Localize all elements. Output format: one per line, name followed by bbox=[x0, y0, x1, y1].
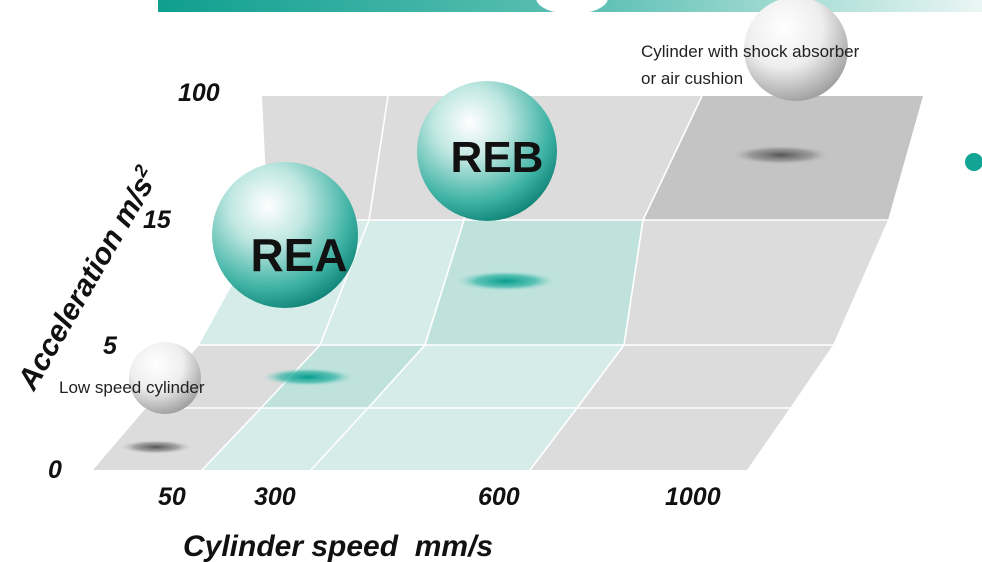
y-tick-100: 100 bbox=[178, 79, 220, 107]
cell-r0-c1 bbox=[202, 408, 368, 470]
ball-rea bbox=[212, 162, 358, 308]
y-tick-5: 5 bbox=[103, 332, 118, 360]
cell-r1-c2 bbox=[368, 345, 624, 408]
y-tick-15: 15 bbox=[143, 206, 172, 234]
note-shock-line2: or air cushion bbox=[641, 69, 743, 88]
note-low-speed: Low speed cylinder bbox=[59, 378, 205, 397]
cell-r0-c0 bbox=[93, 408, 261, 470]
ball-low-speed bbox=[129, 342, 201, 414]
cell-r2-c1 bbox=[320, 220, 464, 345]
shadow-shock bbox=[729, 145, 833, 165]
bullet-dot bbox=[965, 153, 982, 171]
x-tick-600: 600 bbox=[478, 483, 520, 511]
cell-r1-c3 bbox=[577, 345, 833, 408]
label-reb: REB bbox=[451, 133, 544, 182]
label-rea: REA bbox=[250, 229, 347, 281]
x-tick-1000: 1000 bbox=[665, 483, 721, 511]
x-axis-title: Cylinder speed mm/s bbox=[183, 530, 493, 562]
ball-shock bbox=[744, 0, 848, 101]
shadow-rea bbox=[262, 368, 354, 386]
note-shock-line1: Cylinder with shock absorber bbox=[641, 42, 860, 61]
y-tick-0: 0 bbox=[48, 456, 62, 484]
shadow-reb bbox=[456, 271, 556, 291]
cell-r0-c3 bbox=[530, 408, 790, 470]
cell-r2-c3 bbox=[624, 220, 888, 345]
x-tick-300: 300 bbox=[254, 483, 296, 511]
header-banner-arc bbox=[536, 0, 608, 14]
ball-reb bbox=[417, 81, 557, 221]
cell-r0-c2 bbox=[311, 408, 577, 470]
x-tick-50: 50 bbox=[158, 483, 186, 511]
shadow-low-speed bbox=[120, 440, 192, 454]
grid-lines bbox=[146, 95, 888, 471]
